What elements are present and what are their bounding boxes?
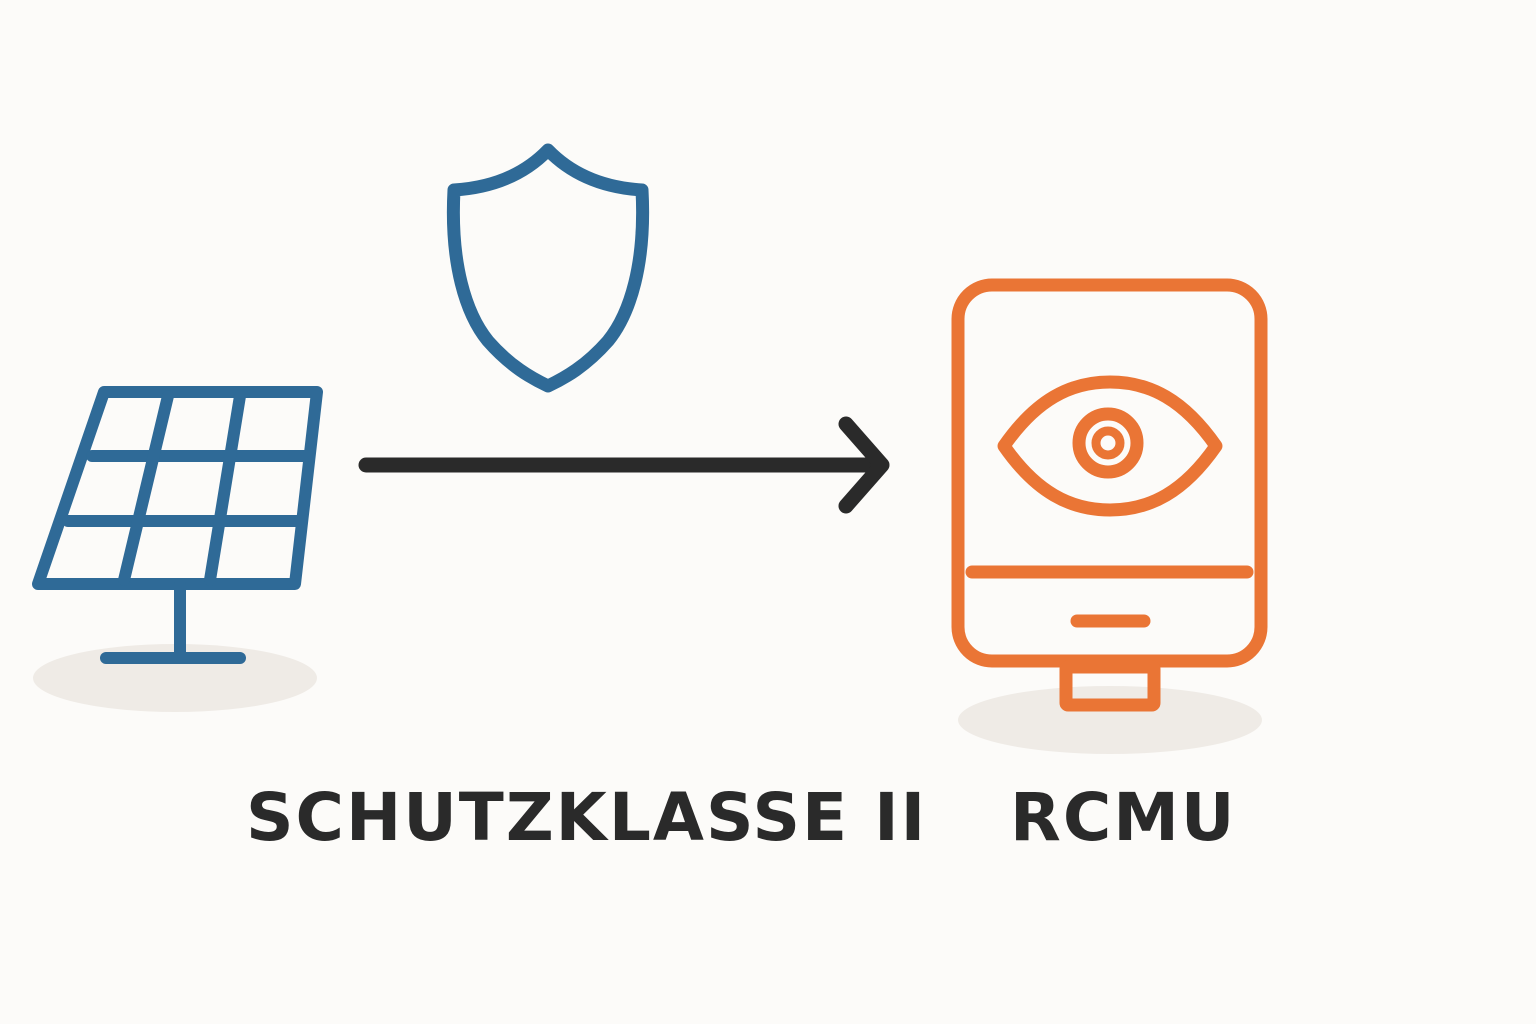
eye-icon	[997, 375, 1223, 517]
schutzklasse-label: SCHUTZKLASSE II	[246, 779, 928, 856]
shield-icon	[446, 143, 650, 393]
rcmu-label: RCMU	[1010, 779, 1237, 856]
solar-panel-icon	[32, 386, 323, 664]
arrow-right-icon	[358, 416, 890, 514]
device-shadow	[958, 686, 1262, 754]
rcmu-device-icon	[951, 278, 1268, 712]
